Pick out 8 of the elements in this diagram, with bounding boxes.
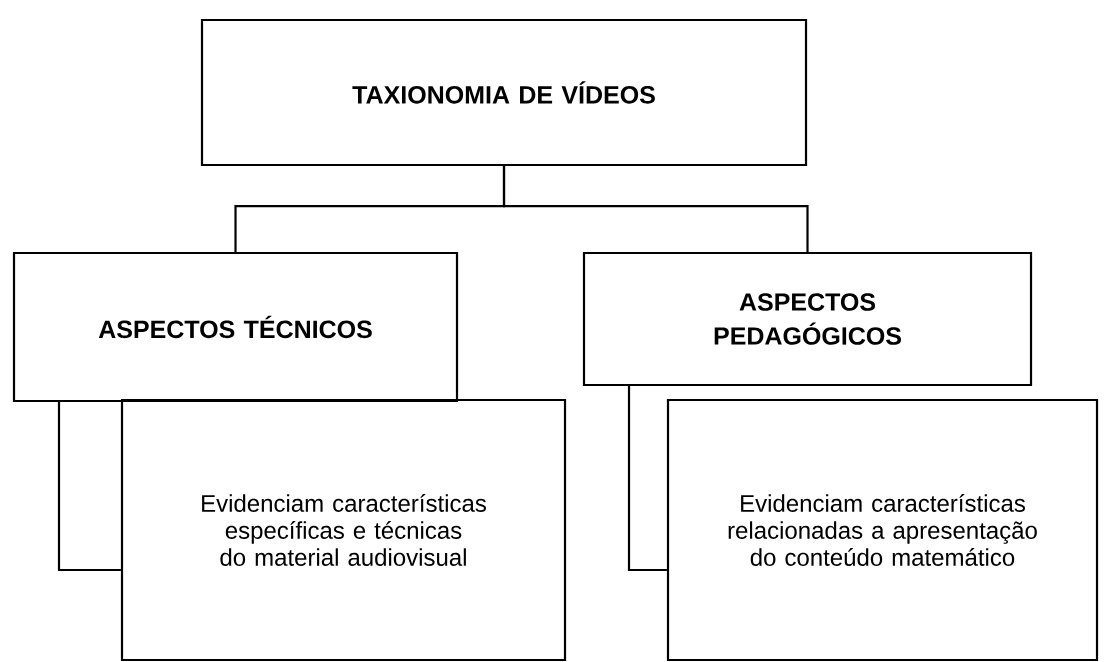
description-box: Evidenciam características relacionadas a apresentação do conteúdo matemático (666, 398, 1099, 662)
title-box: TAXIONOMIA DE VÍDEOS (200, 18, 808, 167)
connector-line (57, 401, 121, 572)
description-box: Evidenciam características específicas e técnicas do material audiovisual (120, 398, 567, 662)
category-box: ASPECTOS PEDAGÓGICOS (582, 251, 1033, 387)
connector-line (502, 166, 809, 252)
category-box: ASPECTOS TÉCNICOS (12, 251, 459, 403)
connector-line (627, 385, 667, 572)
